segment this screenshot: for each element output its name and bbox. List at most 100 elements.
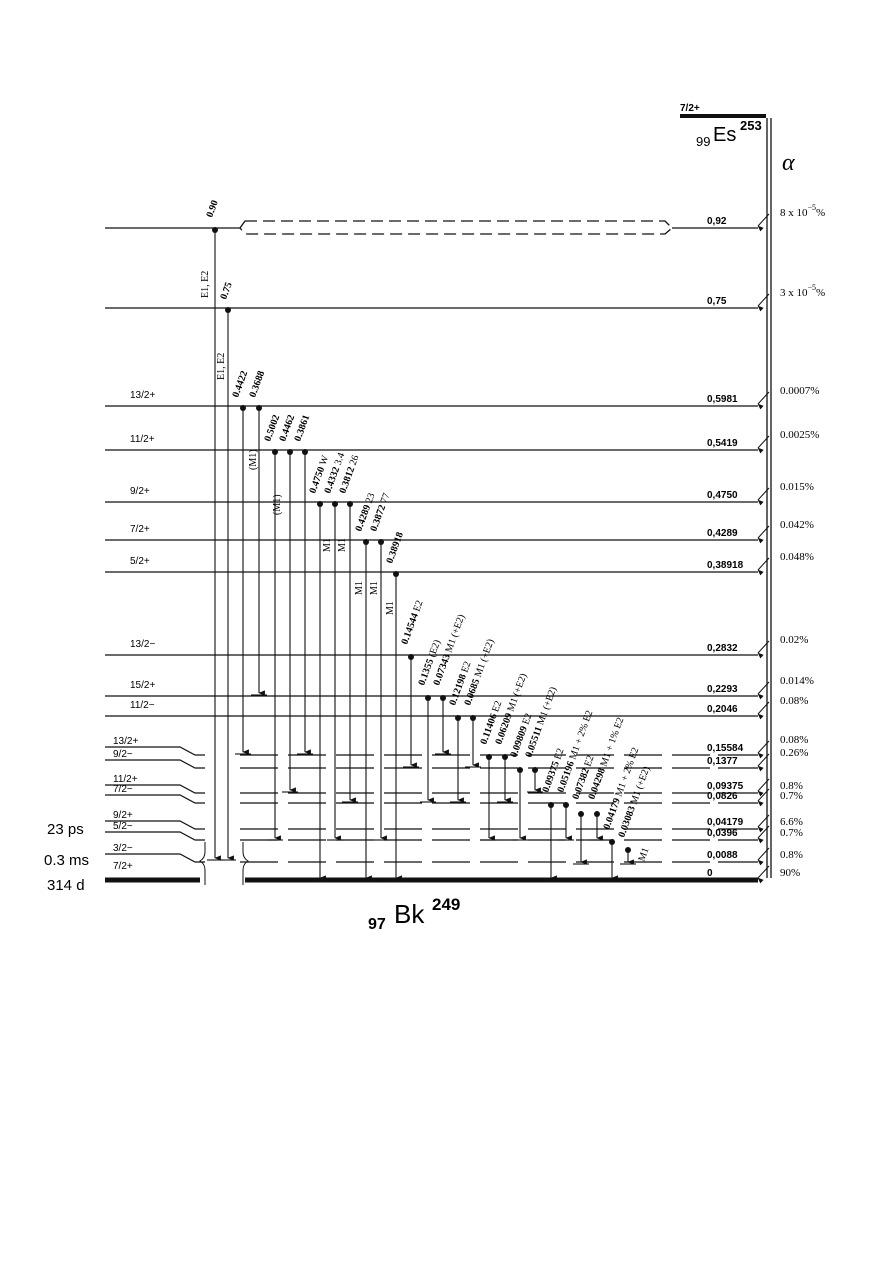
alpha-feed-arrow	[757, 753, 770, 772]
level-energy: 0,4289	[707, 528, 738, 539]
alpha-branch: 0.02%	[780, 634, 808, 646]
gamma-transition: M1	[354, 581, 365, 595]
level-energy: 0,5981	[707, 394, 738, 405]
gamma-origin-dot	[625, 847, 631, 853]
level-spin: 11/2+	[130, 434, 155, 445]
half-life-314d: 314 d	[47, 877, 85, 894]
level-spin: 11/2+	[113, 774, 138, 785]
gamma-origin-dot	[440, 695, 446, 701]
alpha-feed-arrow	[757, 487, 770, 506]
level-spin: 9/2−	[113, 749, 133, 760]
gamma-label: M1	[636, 846, 651, 863]
alpha-feed-arrow	[757, 640, 770, 659]
gamma-label: M1	[369, 581, 380, 595]
gamma-origin-dot	[408, 654, 414, 660]
alpha-branch: 0.0007%	[780, 385, 819, 397]
gamma-transition: 0.0685 M1 (+E2)	[462, 638, 497, 768]
gamma-label: 0.14544 E2	[399, 599, 425, 646]
alpha-feed-arrow	[757, 865, 770, 884]
alpha-branch: 90%	[780, 867, 800, 879]
alpha-branch: 0.08%	[780, 734, 808, 746]
gamma-origin-dot	[225, 307, 231, 313]
level-spin: 7/2+	[113, 861, 133, 872]
alpha-feed-arrow	[757, 213, 770, 232]
alpha-branch: 0.015%	[780, 481, 814, 493]
gamma-origin-dot	[363, 539, 369, 545]
gamma-label: M1	[354, 581, 365, 595]
parent-mass: 253	[740, 118, 762, 133]
brace-right	[242, 842, 249, 885]
gamma-label: E1, E2	[200, 271, 211, 298]
level-spin: 9/2+	[130, 486, 150, 497]
gamma-transition: (M1)	[248, 449, 259, 470]
gamma-transition: (M1)	[272, 494, 283, 515]
gamma-origin-dot	[332, 501, 338, 507]
level: 11/2+ 0,5419 0.0025%	[105, 429, 819, 454]
gamma-transition: 0.4462	[277, 413, 298, 793]
gamma-label: 0.3688	[247, 369, 267, 399]
alpha-branch: 0.048%	[780, 551, 814, 563]
parent-symbol: Es	[713, 124, 736, 146]
half-life-23ps: 23 ps	[47, 821, 84, 838]
level-energy: 0,2293	[707, 684, 738, 695]
gamma-origin-dot	[317, 501, 323, 507]
alpha-branch: 0.08%	[780, 695, 808, 707]
level-line-left	[105, 784, 205, 794]
level-energy: 0,04179	[707, 817, 744, 828]
level-energy: 0,38918	[707, 560, 744, 571]
gamma-origin-dot	[378, 539, 384, 545]
gamma-transition: E1, E2	[200, 271, 211, 298]
alpha-feed-arrow	[757, 701, 770, 720]
gamma-transition: 0.3812 26	[337, 454, 361, 803]
gamma-transition: M1	[636, 846, 651, 863]
alpha-feed-arrow	[757, 681, 770, 700]
gamma-origin-dot	[212, 227, 218, 233]
alpha-branch: 0.0025%	[780, 429, 819, 441]
level-energy: 0,1377	[707, 756, 738, 767]
level-spin: 7/2+	[130, 524, 150, 535]
level-energy: 0,15584	[707, 743, 744, 754]
alpha-branch: 8 x 10−5%	[780, 203, 825, 219]
gamma-origin-dot	[425, 695, 431, 701]
gamma-origin-dot	[594, 811, 600, 817]
level-energy: 0,5419	[707, 438, 738, 449]
alpha-branch: 0.26%	[780, 747, 808, 759]
level-spin: 7/2−	[113, 784, 133, 795]
level-energy: 0,0088	[707, 850, 738, 861]
level-spin: 13/2−	[130, 639, 155, 650]
gamma-transition: 0.09375 E2	[540, 747, 567, 881]
alpha-feed-arrow	[757, 825, 770, 844]
daughter-mass: 249	[432, 895, 460, 914]
brace-left	[199, 842, 206, 885]
level-spin: 13/2+	[130, 390, 155, 401]
gamma-label: M1	[322, 538, 333, 552]
alpha-branch: 6.6%	[780, 816, 803, 828]
gamma-origin-dot	[240, 405, 246, 411]
level-band-dashed	[239, 220, 673, 235]
gamma-label: 0.38918	[384, 531, 405, 565]
level-line-left	[105, 794, 205, 804]
gamma-origin-dot	[272, 449, 278, 455]
daughter-z: 97	[368, 916, 386, 933]
level-energy: 0,0396	[707, 828, 738, 839]
gamma-transition: 0.3861	[292, 413, 313, 755]
level-energy: 0,75	[707, 296, 727, 307]
gamma-transition: 0.4332 3.4	[322, 451, 347, 841]
level: 13/2+ 0,5981 0.0007%	[105, 385, 819, 410]
gamma-transition: M1	[322, 538, 333, 552]
gamma-origin-dot	[532, 767, 538, 773]
gamma-origin-dot	[256, 405, 262, 411]
gamma-label: M1	[337, 538, 348, 552]
gamma-origin-dot	[470, 715, 476, 721]
level-energy: 0	[707, 868, 713, 879]
alpha-feed-arrow	[757, 525, 770, 544]
level-energy: 0,2046	[707, 704, 738, 715]
alpha-branch: 0.014%	[780, 675, 814, 687]
